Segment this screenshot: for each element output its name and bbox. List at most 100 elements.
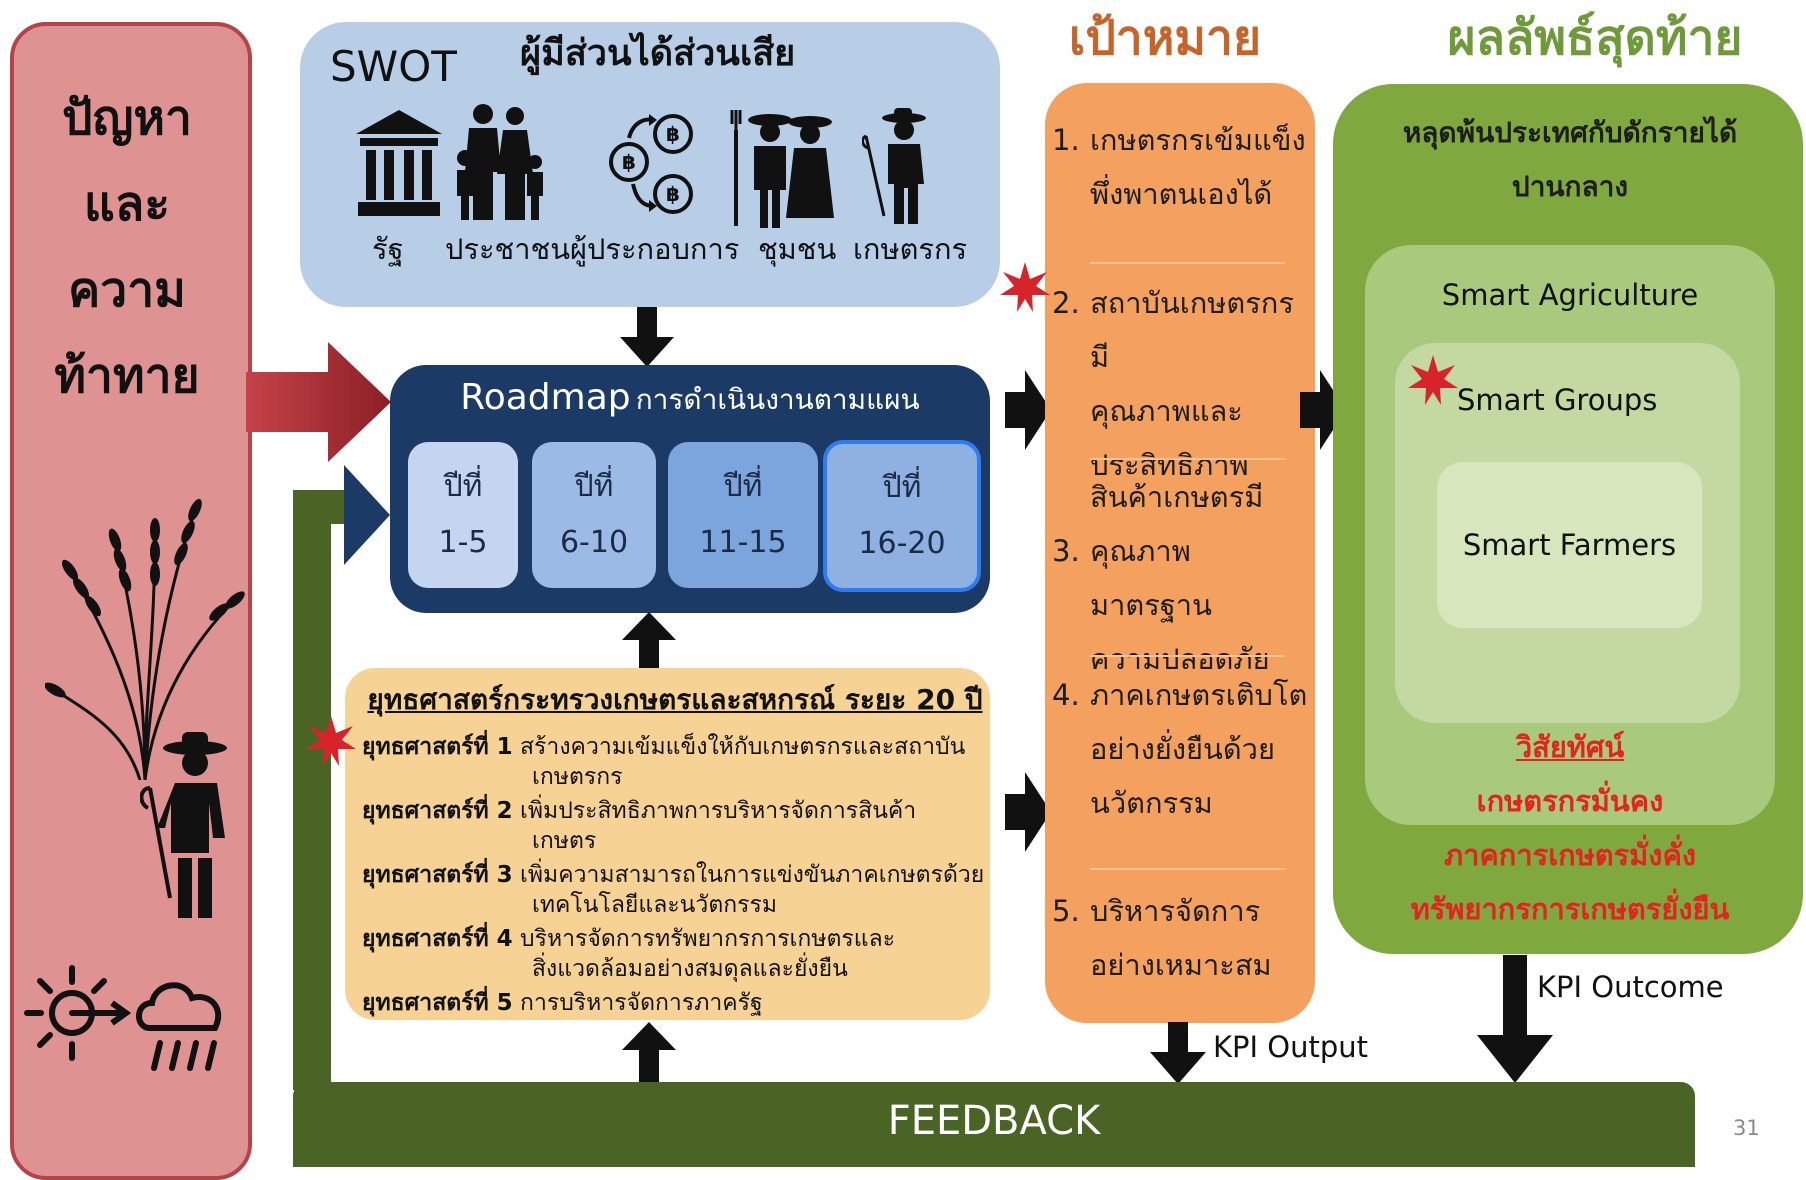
strategy-text: การบริหารจัดการภาครัฐ (520, 990, 763, 1016)
strategy-label: ยุทธศาสตร์ที่ 2 (362, 798, 513, 824)
arrow-right-icon (1005, 370, 1051, 450)
strategy-text-cont: เกษตร (532, 828, 597, 854)
stakeholder-label: รัฐ (372, 232, 404, 266)
year-label: ปีที่ (574, 469, 614, 504)
goal-line: คุณภาพ มาตรฐาน (1090, 534, 1212, 622)
roadmap-title-th: การดำเนินงานตามแผน (635, 383, 920, 416)
star-burst-icon (1408, 355, 1458, 405)
government-building-icon (356, 110, 442, 218)
stakeholder-label: ประชาชน (445, 232, 571, 266)
strategy-text: เพิ่มความสามารถในการแข่งขันภาคเกษตรด้วย (520, 862, 985, 888)
problem-panel (10, 22, 252, 1180)
goals-heading: เป้าหมาย (1068, 10, 1262, 66)
vision-line: ภาคการเกษตรมั่งคั่ง (1443, 838, 1697, 872)
strategy-text-cont: สิ่งแวดล้อมอย่างสมดุลและยั่งยืน (532, 956, 848, 982)
goal-divider (1090, 458, 1285, 460)
results-subtitle-line: ปานกลาง (1511, 170, 1629, 203)
goal-divider (1090, 262, 1285, 264)
goal-number: 3. (1052, 534, 1080, 568)
roadmap-year-1: ปีที่ 1-5 (408, 442, 518, 588)
goal-line: เกษตรกรเข้มแข็ง (1090, 123, 1306, 157)
arrow-up-icon (622, 1022, 676, 1082)
strategy-label: ยุทธศาสตร์ที่ 3 (362, 862, 513, 888)
goal-divider (1090, 655, 1285, 657)
vision-line: เกษตรกรมั่นคง (1476, 784, 1664, 818)
arrow-down-icon (1150, 1022, 1206, 1084)
problem-title-line: ความ (68, 262, 186, 318)
goal-divider (1090, 868, 1285, 870)
strategy-label: ยุทธศาสตร์ที่ 4 (362, 926, 513, 952)
goal-line: พึ่งพาตนเองได้ (1090, 177, 1273, 211)
stakeholder-label: เกษตรกร (853, 232, 968, 266)
vision-line: ทรัพยากรการเกษตรยั่งยืน (1410, 892, 1730, 926)
arrow-up-icon (622, 612, 676, 668)
strategy-text-cont: เกษตรกร (532, 764, 623, 790)
strategy-text: สร้างความเข้มแข็งให้กับเกษตรกรและสถาบัน (520, 734, 966, 760)
page-number: 31 (1733, 1116, 1760, 1140)
kpi-output-label: KPI Output (1213, 1030, 1369, 1064)
strategy-title: ยุทธศาสตร์กระทรวงเกษตรและสหกรณ์ ระยะ 20 … (367, 683, 983, 716)
svg-text:฿: ฿ (666, 182, 680, 206)
goal-line: ภาคเกษตรเติบโต (1090, 678, 1308, 712)
family-icon (455, 102, 545, 222)
rain-cloud-icon (130, 968, 230, 1078)
strategy-text: เพิ่มประสิทธิภาพการบริหารจัดการสินค้า (520, 798, 917, 824)
strategy-item: ยุทธศาสตร์ที่ 1 สร้างความเข้มแข็งให้กับเ… (362, 732, 987, 792)
roadmap-year-3: ปีที่ 11-15 (668, 442, 818, 588)
problem-arrow-icon (246, 342, 391, 462)
strategy-item: ยุทธศาสตร์ที่ 5 การบริหารจัดการภาครัฐ (362, 988, 987, 1018)
year-label: ปีที่ (723, 469, 763, 504)
svg-text:฿: ฿ (622, 150, 636, 174)
strategy-label: ยุทธศาสตร์ที่ 1 (362, 734, 513, 760)
goal-number: 2. (1052, 286, 1080, 320)
goal-line: สถาบันเกษตรกรมี (1090, 286, 1294, 374)
year-label: ปีที่ (882, 470, 922, 505)
strategy-text-cont: เทคโนโลยีและนวัตกรรม (532, 892, 778, 918)
year-range: 1-5 (438, 525, 488, 560)
rice-plant-icon (45, 450, 245, 780)
arrow-down-icon (620, 307, 674, 367)
star-burst-icon (1000, 262, 1050, 312)
goal-line: ประสิทธิภาพ (1090, 448, 1249, 482)
kpi-outcome-label: KPI Outcome (1537, 970, 1724, 1004)
star-burst-icon (306, 716, 356, 766)
goal-number: 1. (1052, 123, 1080, 157)
year-label: ปีที่ (443, 469, 483, 504)
smart-farmers-box (1437, 462, 1702, 628)
goal-item: 2. สถาบันเกษตรกรมี คุณภาพและ ประสิทธิภาพ (1052, 276, 1312, 492)
smart-farmers-label: Smart Farmers (1462, 528, 1677, 562)
farmer-icon (140, 728, 240, 928)
community-icon (730, 110, 840, 230)
stakeholder-label: ผู้ประกอบการ (570, 232, 740, 266)
goal-item: 4. ภาคเกษตรเติบโต อย่างยั่งยืนด้วย นวัตก… (1052, 668, 1312, 830)
feedback-label: FEEDBACK (887, 1098, 1101, 1144)
goal-item: 3. สินค้าเกษตรมี คุณภาพ มาตรฐาน ความปลอด… (1052, 470, 1312, 686)
feedback-arrow-icon (344, 465, 394, 565)
goal-line: บริหารจัดการ (1090, 894, 1261, 928)
results-heading: ผลลัพธ์สุดท้าย (1447, 10, 1743, 66)
vision-title: วิสัยทัศน์ (1515, 730, 1625, 764)
roadmap-year-2: ปีที่ 6-10 (532, 442, 656, 588)
goal-line: ความปลอดภัย (1090, 642, 1270, 676)
results-subtitle-line: หลุดพ้นประเทศกับดักรายได้ (1402, 116, 1738, 149)
goals-panel (1045, 83, 1315, 1023)
roadmap-title: Roadmap การดำเนินงานตามแผน (390, 377, 990, 422)
goal-line: อย่างยั่งยืนด้วย (1090, 732, 1275, 766)
arrow-right-icon (1300, 370, 1346, 450)
roadmap-title-en: Roadmap (460, 377, 631, 418)
goal-line: นวัตกรรม (1090, 786, 1213, 820)
stakeholder-title: ผู้มีส่วนได้ส่วนเสีย (520, 33, 796, 74)
goal-number: 5. (1052, 894, 1080, 928)
goal-line: สินค้าเกษตรมี (1090, 480, 1264, 514)
arrow-right-icon (1005, 772, 1051, 852)
farmer-icon (862, 106, 932, 226)
stakeholder-label: ชุมชน (758, 232, 837, 266)
goal-line: อย่างเหมาะสม (1090, 948, 1272, 982)
sun-icon (22, 958, 132, 1068)
roadmap-year-4: ปีที่ 16-20 (823, 440, 981, 592)
year-range: 6-10 (559, 525, 629, 560)
year-range: 11-15 (699, 525, 787, 560)
goal-line: คุณภาพและ (1090, 394, 1243, 428)
feedback-line (293, 490, 331, 1090)
smart-agriculture-label: Smart Agriculture (1441, 278, 1699, 312)
